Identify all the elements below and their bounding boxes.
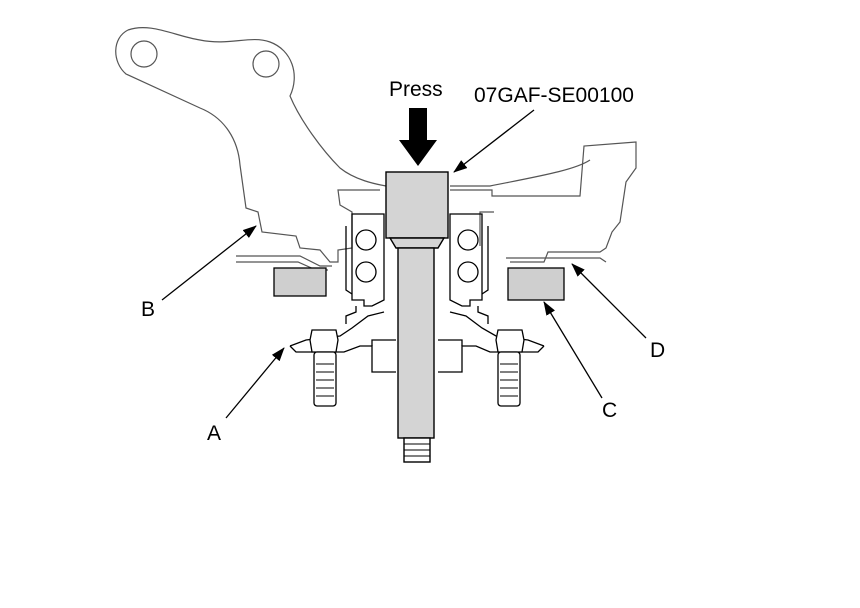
leader-tool <box>453 109 535 173</box>
steering-knuckle <box>115 26 387 271</box>
leader-a <box>225 347 285 419</box>
press-tool-driver <box>385 171 449 463</box>
knuckle-right-section <box>450 141 637 263</box>
leader-c <box>543 301 603 399</box>
hub-bolt-right <box>495 329 525 407</box>
support-block-left <box>273 267 327 297</box>
driver-shaft <box>397 247 435 439</box>
callout-a: A <box>207 422 221 445</box>
leader-b <box>161 225 257 301</box>
leader-lines <box>161 109 647 419</box>
press-arrow-icon <box>399 108 437 166</box>
tool-part-number: 07GAF-SE00100 <box>474 84 634 107</box>
support-block-right <box>507 267 565 301</box>
press-label: Press <box>389 78 443 101</box>
driver-head <box>385 171 449 239</box>
leader-d <box>571 263 647 339</box>
hub-bolt-left <box>309 329 339 407</box>
bearing-assembly <box>289 213 545 373</box>
driver-taper <box>388 237 446 249</box>
ball-left-upper <box>355 229 377 251</box>
callout-b: B <box>141 298 155 321</box>
ball-right-lower <box>457 261 479 283</box>
ball-right-upper <box>457 229 479 251</box>
bearing-balls <box>355 229 479 283</box>
callout-c: C <box>602 399 617 422</box>
callout-d: D <box>650 339 665 362</box>
ball-left-lower <box>355 261 377 283</box>
